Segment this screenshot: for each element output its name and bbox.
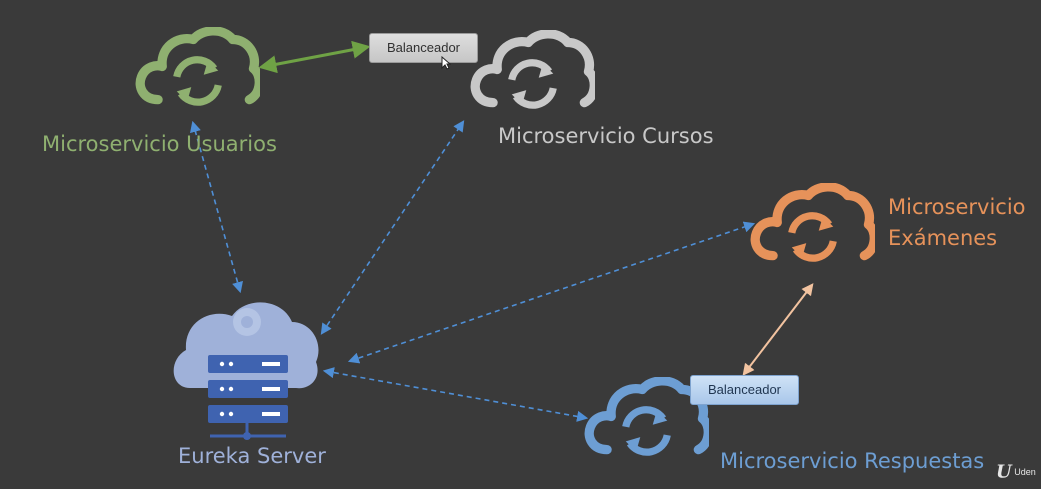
udemy-watermark-text: Uden (1014, 467, 1036, 477)
microservicio-examenes-label: Microservicio Exámenes (888, 195, 1026, 250)
microservicio-respuestas-label: Microservicio Respuestas (720, 449, 985, 473)
link-eureka-examenes (347, 221, 756, 364)
eureka-server-icon (173, 302, 319, 440)
cursos-cloud-icon (475, 34, 594, 105)
microservicio-cursos-label: Microservicio Cursos (498, 124, 714, 148)
link-eureka-usuarios (190, 120, 243, 294)
balanceador-cursos-badge[interactable]: Balanceador (369, 33, 478, 63)
link-eureka-respuestas (322, 367, 589, 422)
eureka-server-label: Eureka Server (178, 444, 326, 468)
udemy-watermark: U Uden (996, 462, 1036, 483)
usuarios-cloud-icon (140, 31, 259, 102)
balanceador-respuestas-badge[interactable]: Balanceador (690, 375, 799, 405)
link-usuarios-balanceador (258, 40, 371, 74)
link-respuestas-examenes (742, 283, 814, 376)
mouse-cursor-icon (441, 56, 451, 70)
examenes-cloud-icon (755, 187, 874, 258)
link-eureka-cursos (320, 120, 465, 335)
udemy-logo-icon: U (996, 461, 1012, 483)
microservicio-usuarios-label: Microservicio Usuarios (42, 132, 277, 156)
